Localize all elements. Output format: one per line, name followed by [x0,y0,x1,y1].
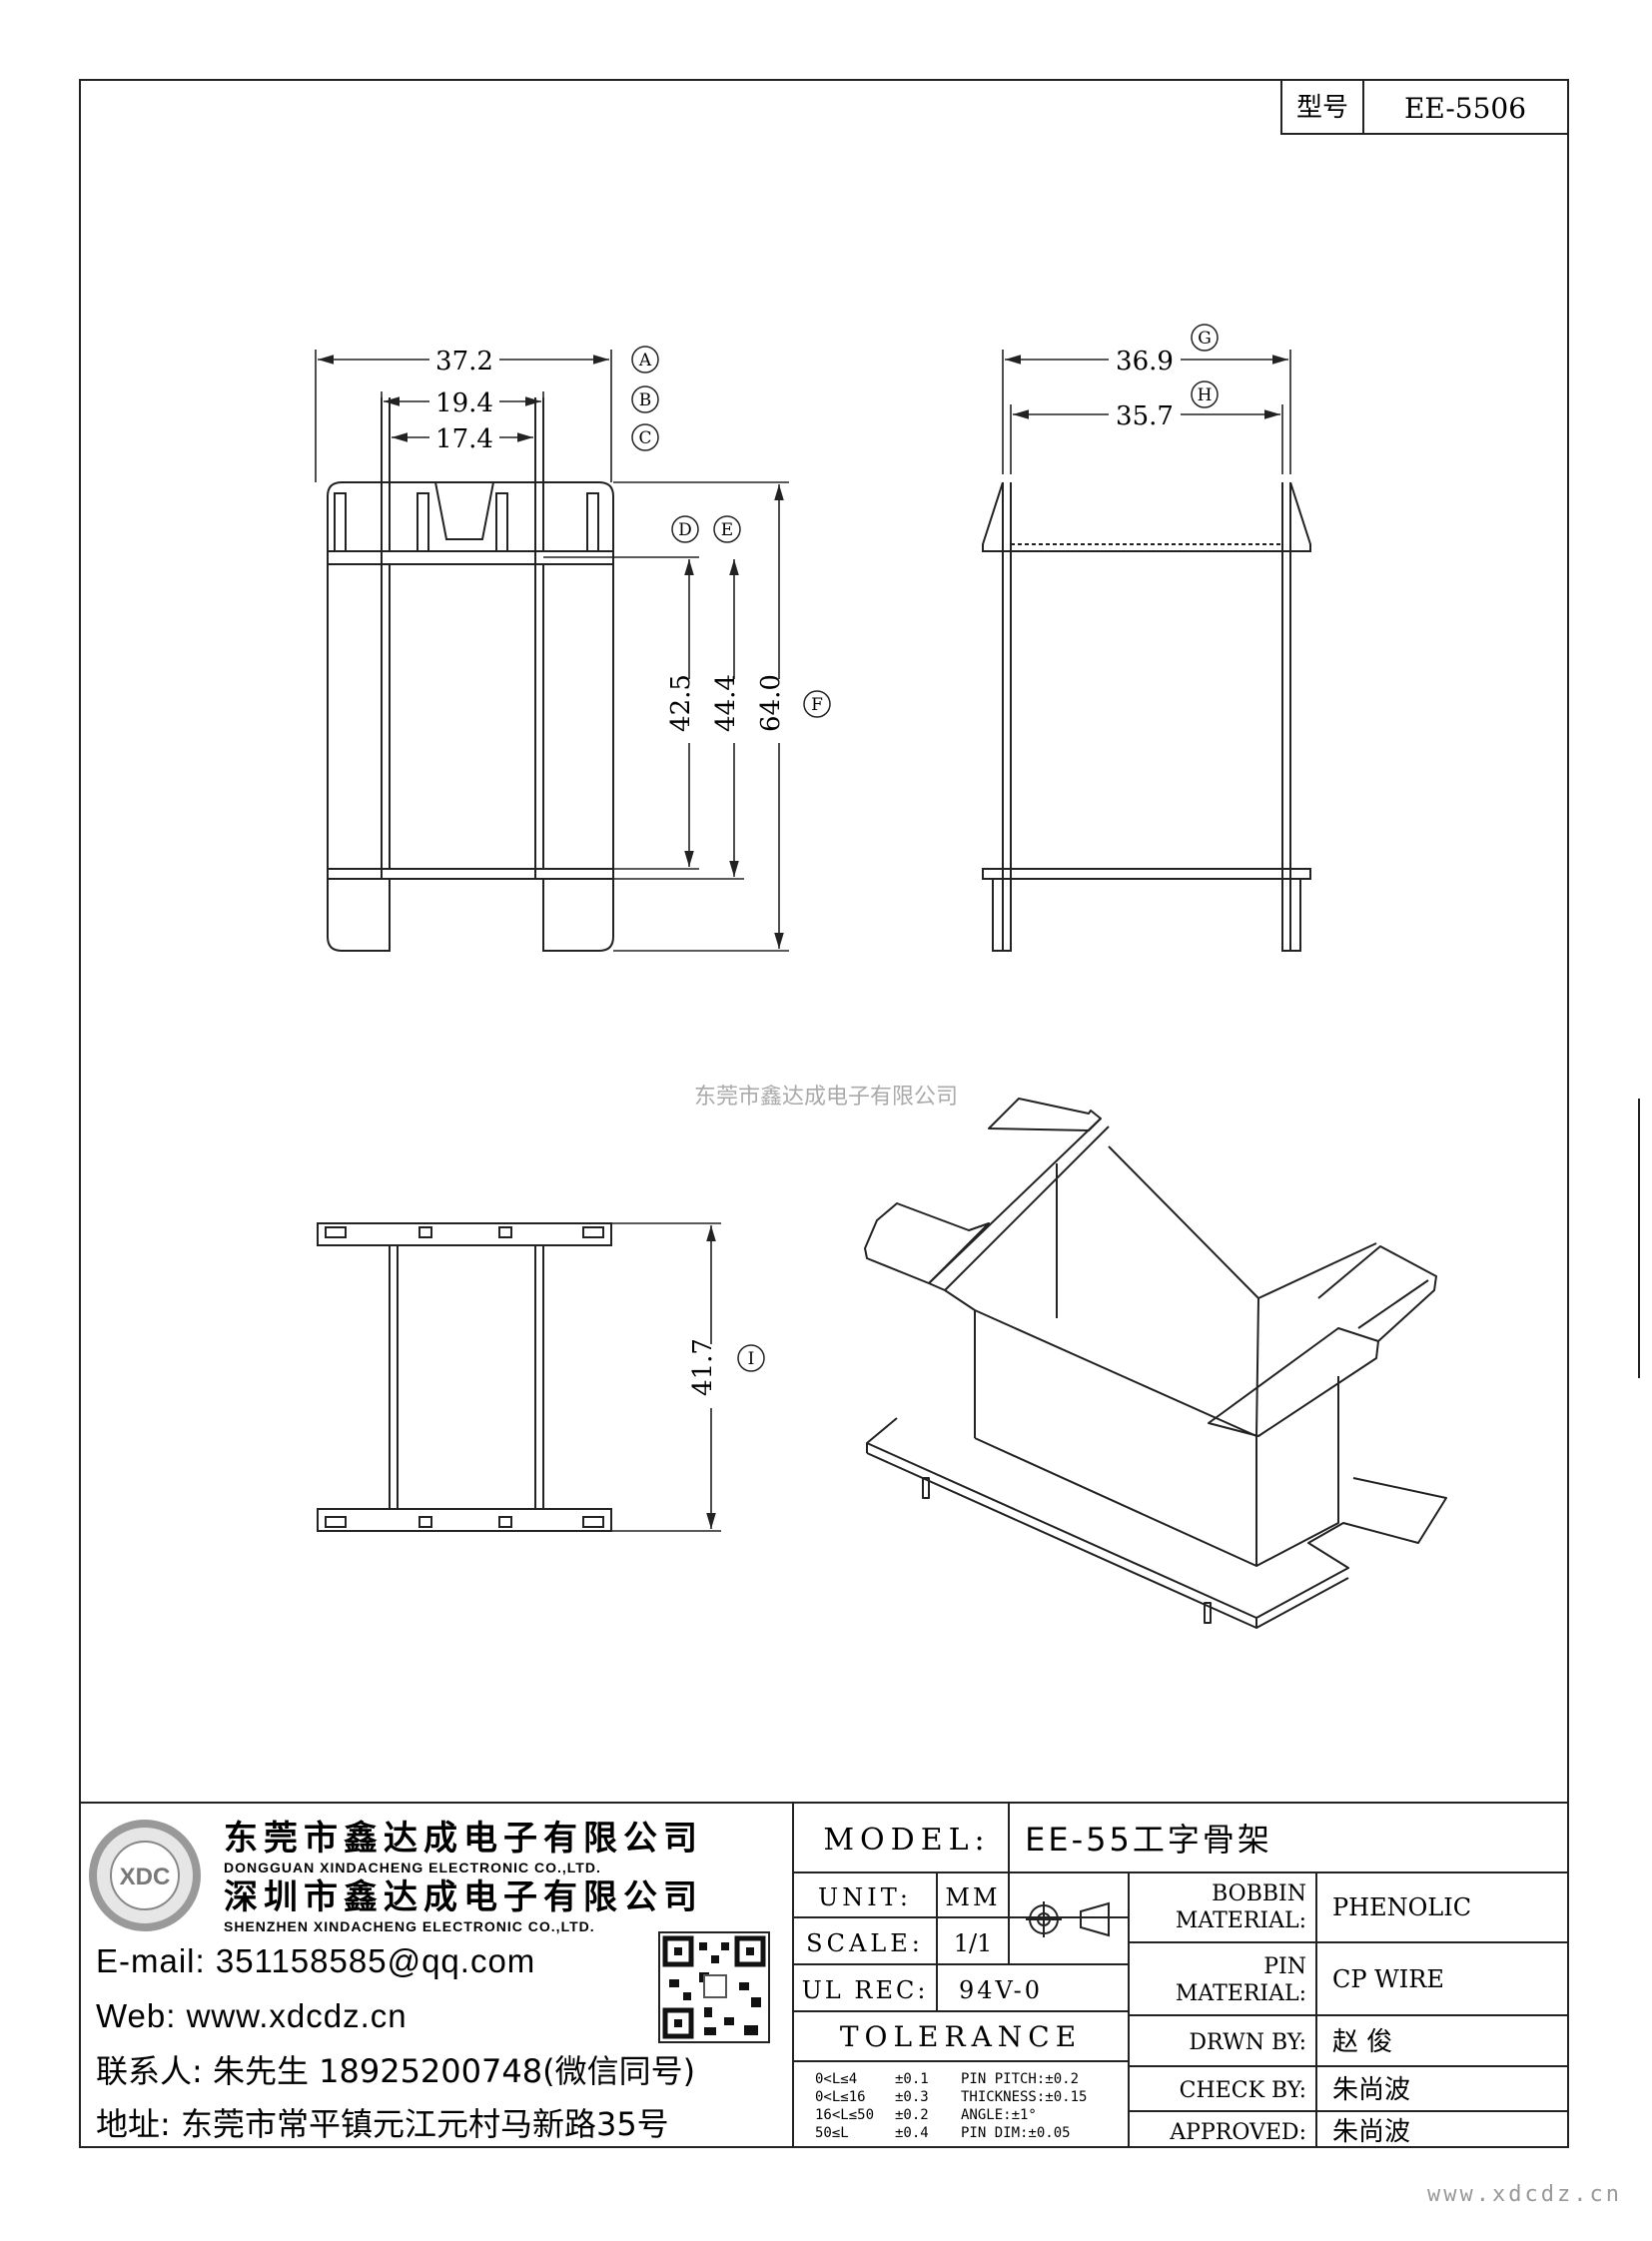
model-box: 型号 EE-5506 [1280,79,1569,135]
front-view-dimensions [315,350,789,952]
callout-f: F [811,695,823,715]
bobbin-material-value: PHENOLIC [1332,1893,1471,1921]
callout-h: H [1198,385,1213,405]
tol-value-1: ±0.1 [895,2071,929,2087]
callout-i: I [748,1349,755,1369]
tol-spec-1: PIN PITCH:±0.2 [961,2071,1079,2087]
company-email: E-mail: 351158585@qq.com [96,1942,535,1979]
tol-range-1: 0<L≤4 [815,2071,857,2087]
footer-url: www.xdcdz.cn [1427,2182,1622,2207]
callout-b: B [639,390,652,410]
bobbin-material-label-2: MATERIAL: [1176,1908,1306,1933]
callout-c: C [638,428,651,448]
tol-value-2: ±0.3 [895,2089,929,2105]
ulrec-label: UL REC: [802,1976,929,2004]
model-box-label: 型号 [1296,93,1348,123]
tol-range-4: 50≤L [815,2125,849,2141]
dim-g-value: 36.9 [1116,347,1174,376]
logo-letters: XDC [120,1864,171,1890]
top-view [317,1222,612,1532]
drawn-by-label: DRWN BY: [1189,2030,1306,2055]
dim-d-value: 42.5 [666,674,696,732]
pin-material-label-1: PIN [1263,1954,1306,1979]
tol-spec-2: THICKNESS:±0.15 [961,2089,1087,2105]
title-block-text: MODEL: EE-55工字骨架 UNIT: MM SCALE: 1/1 UL … [802,1821,1471,2147]
dim-i-value: 41.7 [688,1338,718,1396]
model-box-value: EE-5506 [1404,92,1526,125]
tol-value-3: ±0.2 [895,2107,929,2123]
bobbin-material-label-1: BOBBIN [1212,1881,1306,1906]
model-value: EE-55工字骨架 [1025,1821,1272,1859]
dim-a-value: 37.2 [435,347,493,376]
dim-b-value: 19.4 [435,388,493,418]
callouts-front [631,346,831,718]
company-info: 东莞市鑫达成电子有限公司 DONGGUAN XINDACHENG ELECTRO… [96,1819,703,2143]
drawn-by-value: 赵 俊 [1332,2027,1392,2057]
company-web: Web: www.xdcdz.cn [96,1997,408,2034]
callout-i-circle [737,1344,765,1372]
scale-label: SCALE: [806,1929,924,1957]
dim-h-value: 35.7 [1116,401,1174,431]
callout-letters-side: G H [1198,329,1213,405]
tol-spec-3: ANGLE:±1° [961,2107,1037,2123]
tolerance-label: TOLERANCE [840,2020,1082,2053]
isometric-view [864,1098,1447,1629]
side-view [982,481,1311,952]
qr-code [658,1931,770,2043]
callout-e: E [721,520,733,540]
callout-a: A [638,351,652,371]
unit-label: UNIT: [818,1883,912,1911]
unit-value: MM [945,1883,1000,1911]
watermark: 东莞市鑫达成电子有限公司 [694,1085,958,1110]
approved-value: 朱尚波 [1332,2117,1410,2147]
model-label: MODEL: [823,1823,990,1858]
company-name-sz: 深圳市鑫达成电子有限公司 [224,1877,703,1917]
callout-g: G [1198,329,1212,349]
sheet-border [79,79,1569,2148]
check-by-label: CHECK BY: [1180,2078,1306,2103]
dim-f-value: 64.0 [756,674,786,732]
front-view [327,397,614,952]
side-view-dim-labels: 36.9 35.7 [1109,347,1181,431]
tol-range-3: 16<L≤50 [815,2107,874,2123]
tol-spec-4: PIN DIM:±0.05 [961,2125,1071,2141]
company-name-dg: 东莞市鑫达成电子有限公司 [224,1819,703,1859]
company-logo: XDC [89,1820,201,1931]
company-contact: 联系人: 朱先生 18925200748(微信同号) [96,2052,695,2090]
front-view-dim-labels: 37.2 19.4 17.4 42.5 44.4 64.0 [429,347,793,743]
pin-material-value: CP WIRE [1332,1965,1444,1993]
scale-value: 1/1 [954,1929,993,1957]
pin-material-label-2: MATERIAL: [1176,1981,1306,2006]
dim-c-value: 17.4 [435,424,493,454]
callouts-side [1191,324,1219,408]
tol-value-4: ±0.4 [895,2125,929,2141]
dim-e-value: 44.4 [711,674,741,732]
callout-d: D [678,520,692,540]
company-name-sz-en: SHENZHEN XINDACHENG ELECTRONIC CO.,LTD. [224,1918,595,1934]
title-block-frame [80,1802,1568,2147]
tol-range-2: 0<L≤16 [815,2089,866,2105]
callout-letters-front: A B C D E F [638,351,823,715]
company-address: 地址: 东莞市常平镇元江元村马新路35号 [96,2105,669,2143]
company-name-dg-en: DONGGUAN XINDACHENG ELECTRONIC CO.,LTD. [224,1860,601,1875]
check-by-value: 朱尚波 [1332,2075,1410,2105]
ulrec-value: 94V-0 [959,1976,1043,2004]
approved-label: APPROVED: [1169,2120,1306,2145]
